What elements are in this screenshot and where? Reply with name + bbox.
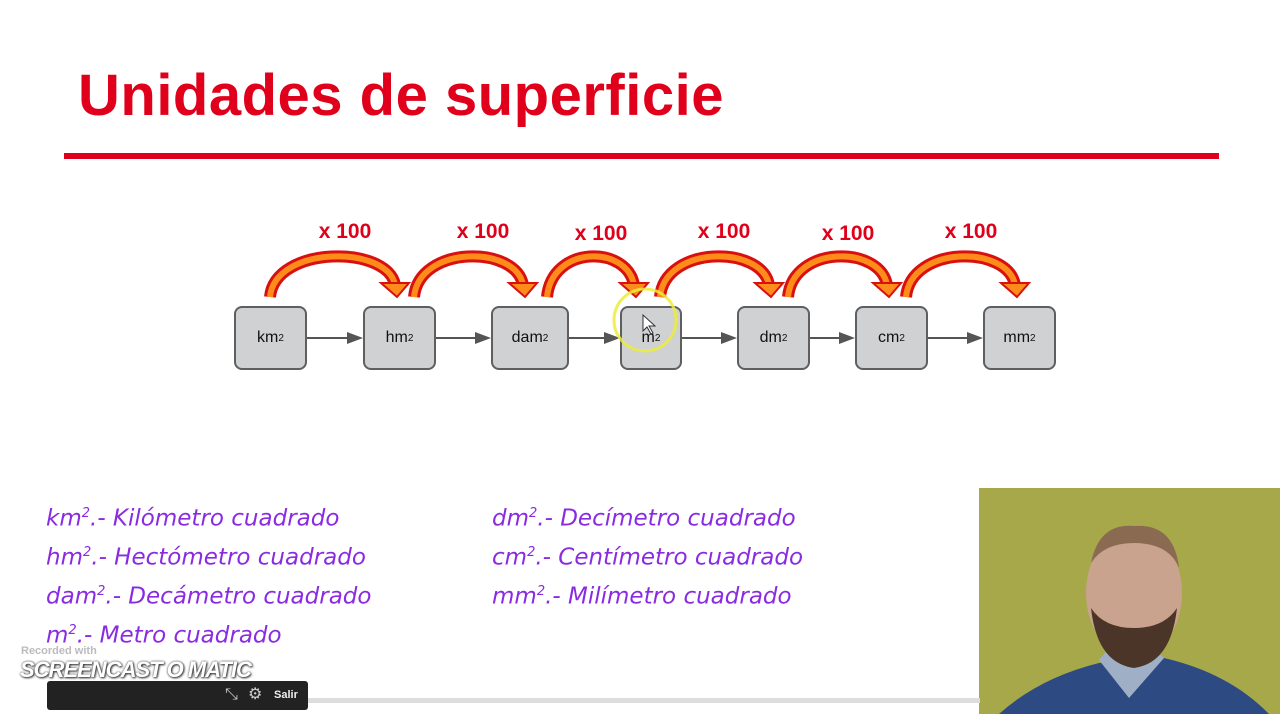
legend-exponent: 2	[529, 506, 538, 521]
legend-text: .- Hectómetro cuadrado	[91, 544, 366, 571]
mouse-cursor-icon	[642, 313, 657, 335]
legend-unit: mm	[492, 583, 537, 610]
legend-unit: m	[46, 623, 69, 650]
legend-item: dam2.- Decámetro cuadrado	[46, 575, 371, 614]
arrowhead-icon	[347, 332, 363, 344]
multiply-arc	[785, 253, 890, 298]
multiply-arc	[903, 253, 1018, 298]
legend-exponent: 2	[97, 584, 106, 600]
multiplier-label: x 100	[821, 222, 875, 245]
multiplier-label: x 100	[944, 220, 998, 243]
multiply-arc	[267, 253, 398, 298]
unit-label: dm	[759, 329, 782, 346]
arrowhead-icon	[475, 332, 491, 344]
legend-item: mm2.- Milímetro cuadrado	[492, 575, 803, 614]
unit-exponent: 2	[1030, 332, 1036, 344]
arrowhead-icon	[967, 332, 983, 344]
legend-text: .- Centímetro cuadrado	[535, 544, 804, 571]
unit-exponent: 2	[407, 332, 414, 344]
progress-track[interactable]	[308, 698, 980, 703]
slide-title: Unidades de superficie	[78, 63, 724, 128]
legend-exponent: 2	[81, 506, 91, 521]
legend-item: hm2.- Hectómetro cuadrado	[46, 536, 371, 575]
unit-label: km	[257, 329, 279, 346]
legend-item: cm2.- Centímetro cuadrado	[492, 536, 803, 575]
unit-label: mm	[1003, 329, 1031, 346]
legend-item: m2.- Metro cuadrado	[46, 614, 371, 653]
multiplier-label: x 100	[318, 220, 372, 243]
arrowhead-icon	[604, 332, 620, 344]
unit-label: cm	[878, 329, 900, 346]
legend-unit: km	[46, 505, 82, 532]
arc-arrowhead-icon	[752, 282, 786, 299]
arc-arrowhead-icon	[998, 282, 1032, 299]
legend-exponent: 2	[527, 545, 536, 561]
multiply-arc	[411, 253, 526, 298]
multiplier-label: x 100	[456, 220, 510, 243]
arc-arrowhead-icon	[378, 282, 412, 299]
legend-exponent: 2	[68, 623, 77, 639]
minimize-icon[interactable]: ⤡	[225, 686, 238, 703]
exit-button[interactable]: Salir	[274, 689, 298, 701]
legend-unit: dam	[46, 583, 98, 610]
recorded-with-label: Recorded with	[21, 645, 97, 657]
legend-exponent: 2	[82, 545, 92, 561]
legend-text: .- Milímetro cuadrado	[545, 583, 792, 610]
title-divider	[64, 153, 1219, 159]
unit-exponent: 2	[654, 332, 661, 344]
multiply-arc	[544, 253, 637, 298]
unit-exponent: 2	[781, 332, 788, 344]
unit-exponent: 2	[899, 332, 905, 344]
webcam-video	[979, 488, 1280, 714]
player-controls	[47, 681, 308, 710]
legend-text: .- Metro cuadrado	[76, 623, 282, 650]
multiplier-label: x 100	[697, 220, 751, 243]
legend-unit: dm	[492, 505, 530, 532]
arc-arrowhead-icon	[870, 282, 904, 299]
legend-unit: cm	[492, 544, 528, 571]
unit-label: dam	[511, 329, 543, 346]
legend-text: .- Kilómetro cuadrado	[90, 505, 340, 532]
legend-item: dm2.- Decímetro cuadrado	[492, 497, 803, 536]
arc-arrowhead-icon	[506, 282, 540, 299]
arrowhead-icon	[721, 332, 737, 344]
legend-text: .- Decímetro cuadrado	[537, 505, 796, 532]
gear-icon[interactable]: ⚙	[248, 686, 263, 703]
unit-exponent: 2	[542, 332, 549, 344]
legend-text: .- Decámetro cuadrado	[105, 583, 372, 610]
unit-exponent: 2	[278, 332, 284, 344]
unit-label: hm	[385, 329, 408, 346]
arrowhead-icon	[839, 332, 855, 344]
screencast-logo: SCREENCAST O MATIC	[20, 657, 252, 682]
multiply-arc	[657, 253, 772, 298]
legend-item: km2.- Kilómetro cuadrado	[46, 497, 371, 536]
multiplier-label: x 100	[574, 222, 628, 245]
legend-unit: hm	[46, 544, 83, 571]
legend-exponent: 2	[536, 584, 546, 600]
